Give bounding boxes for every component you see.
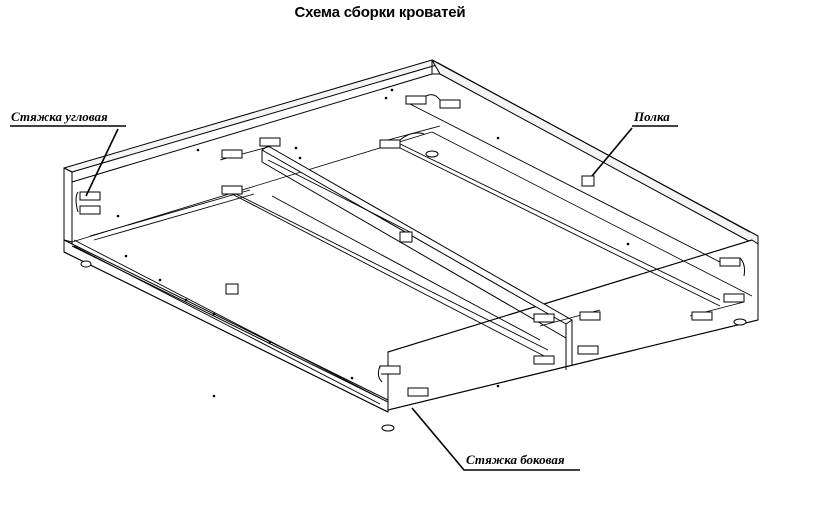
footboard-panel: [387, 239, 759, 412]
left-side-panel: [63, 167, 73, 246]
leg-foot: [381, 424, 395, 432]
callout-side-tie: Стяжка боковая: [466, 452, 565, 467]
leader-line-corner-tie: [85, 128, 119, 197]
leg-foot: [80, 260, 92, 268]
corner-bracket: [379, 132, 425, 149]
corner-bracket: [221, 149, 243, 195]
back-panel: [63, 59, 441, 183]
callout-corner-tie: Стяжка угловая: [11, 109, 108, 124]
leader-line-shelf: [591, 127, 633, 177]
diagram-title: Схема сборки кроватей: [294, 4, 466, 21]
corner-bracket: [691, 257, 745, 321]
leg-foot: [425, 150, 439, 158]
corner-bracket: [377, 365, 429, 397]
shelf-support: [399, 231, 413, 243]
leader-line-side-tie: [411, 407, 580, 471]
right-back-panel: [431, 59, 759, 247]
corner-bracket: [259, 94, 461, 147]
screw-holes: [116, 88, 630, 398]
leg-foot: [733, 318, 747, 326]
shelf-support: [225, 283, 239, 295]
corner-bracket: [75, 191, 101, 215]
inner-rails: [73, 103, 721, 405]
corner-bracket: [533, 311, 601, 365]
callout-shelf: Полка: [634, 109, 670, 124]
shelf-support: [581, 175, 595, 187]
